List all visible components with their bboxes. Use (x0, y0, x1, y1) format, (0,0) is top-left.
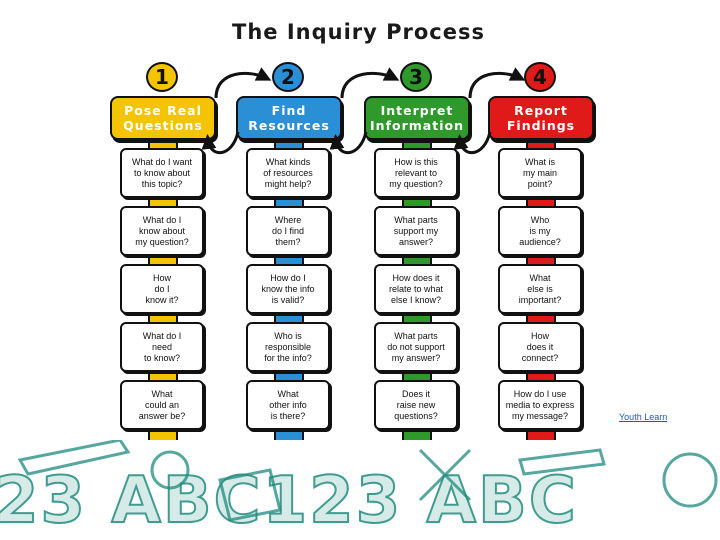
question-box: What parts support my answer? (374, 206, 458, 256)
question-box: What kinds of resources might help? (246, 148, 330, 198)
step-column-3: 3 Interpret Information How is this rele… (364, 60, 470, 504)
arrow-2-to-3 (340, 67, 400, 99)
arrow-2-to-1 (201, 131, 240, 155)
arrow-3-to-4 (468, 67, 526, 99)
pencil-shape (17, 440, 131, 476)
arrow-3-to-2 (329, 131, 368, 155)
question-box: What other info is there? (246, 380, 330, 430)
step-column-2: 2 Find Resources What kinds of resources… (236, 60, 342, 504)
step-number-badge: 3 (400, 62, 432, 92)
question-box: What is my main point? (498, 148, 582, 198)
page-title: The Inquiry Process (232, 20, 485, 44)
question-box: How is this relevant to my question? (374, 148, 458, 198)
step-heading: Report Findings (488, 96, 594, 140)
decorative-footer: 23 ABC123 ABC (0, 440, 720, 540)
step-number-badge: 1 (146, 62, 178, 92)
arrow-1-to-2 (214, 67, 272, 99)
question-box: What could an answer be? (120, 380, 204, 430)
question-box: What do I know about my question? (120, 206, 204, 256)
step-number-badge: 2 (272, 62, 304, 92)
question-box: What do I want to know about this topic? (120, 148, 204, 198)
question-box: Does it raise new questions? (374, 380, 458, 430)
arrow-4-to-3 (453, 131, 492, 155)
question-box: How do I use media to express my message… (498, 380, 582, 430)
question-box: How do I know it? (120, 264, 204, 314)
step-heading: Interpret Information (364, 96, 470, 140)
question-box: Who is my audience? (498, 206, 582, 256)
step-column-1: 1 Pose Real Questions What do I want to … (110, 60, 216, 504)
scissors-shape (418, 448, 472, 502)
globe-shape (662, 452, 718, 508)
step-number-badge: 4 (524, 62, 556, 92)
ruler-shape (518, 448, 606, 476)
question-box: Where do I find them? (246, 206, 330, 256)
question-box: How do I know the info is valid? (246, 264, 330, 314)
book-shape (218, 468, 282, 522)
decorative-text: 23 ABC123 ABC (0, 464, 578, 538)
question-box: How does it relate to what else I know? (374, 264, 458, 314)
question-box: What else is important? (498, 264, 582, 314)
question-box: Who is responsible for the info? (246, 322, 330, 372)
step-heading: Find Resources (236, 96, 342, 140)
apple-shape (150, 450, 190, 490)
step-heading: Pose Real Questions (110, 96, 216, 140)
credit-link[interactable]: Youth Learn (619, 412, 668, 422)
question-box: What parts do not support my answer? (374, 322, 458, 372)
question-box: How does it connect? (498, 322, 582, 372)
question-box: What do I need to know? (120, 322, 204, 372)
